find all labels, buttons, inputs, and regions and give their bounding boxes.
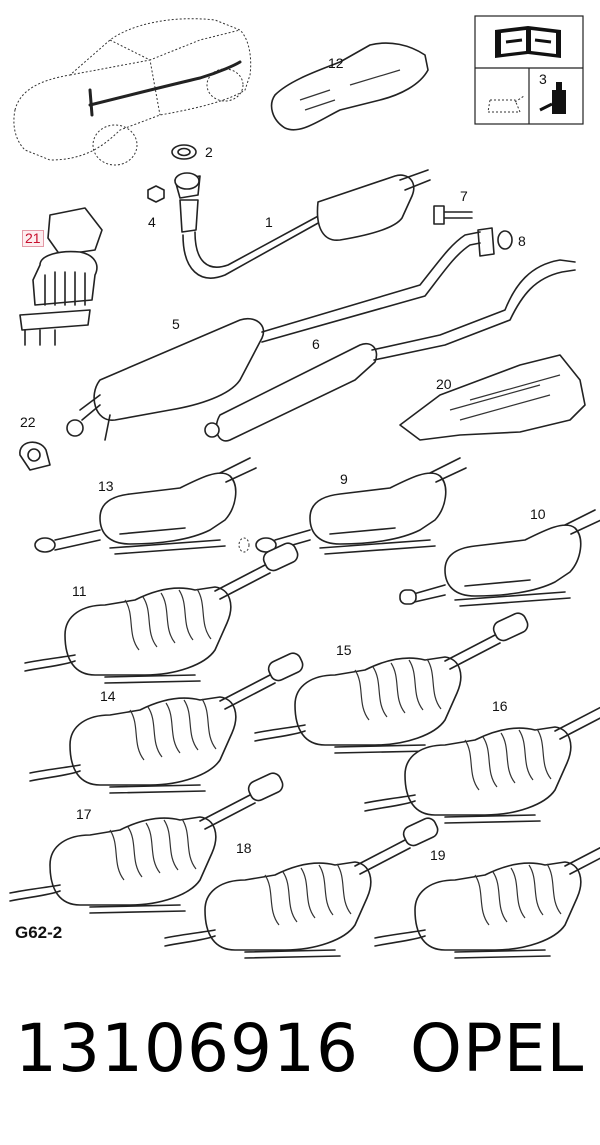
callout-16: 16 <box>492 698 508 714</box>
callout-21-highlighted: 21 <box>22 230 44 247</box>
front-pipe <box>174 169 431 279</box>
rear-pipe <box>204 259 576 442</box>
exhaust-system-diagram <box>9 15 600 959</box>
callout-12: 12 <box>328 55 344 71</box>
callout-6: 6 <box>312 336 320 352</box>
callout-4: 4 <box>148 214 156 230</box>
catalytic-converter <box>19 207 103 346</box>
callout-5: 5 <box>172 316 180 332</box>
callout-20: 20 <box>436 376 452 392</box>
diagram-code: G62-2 <box>15 923 63 942</box>
callout-13: 13 <box>98 478 114 494</box>
sealant-bottle-icon <box>539 82 566 114</box>
callout-17: 17 <box>76 806 92 822</box>
manual-book-icon <box>495 26 561 58</box>
callout-1: 1 <box>265 214 273 230</box>
callout-19: 19 <box>430 847 446 863</box>
callout-10: 10 <box>530 506 546 522</box>
callout-14: 14 <box>100 688 116 704</box>
callout-18: 18 <box>236 840 252 856</box>
oil-can-icon <box>487 95 525 113</box>
brand-name: OPEL <box>410 1010 585 1087</box>
callout-22: 22 <box>20 414 36 430</box>
callout-2: 2 <box>205 144 213 160</box>
callout-7: 7 <box>460 188 468 204</box>
callout-9: 9 <box>340 471 348 487</box>
callout-3: 3 <box>539 71 547 87</box>
callout-11: 11 <box>72 583 87 599</box>
part-number: 13106916 <box>15 1010 359 1087</box>
callout-8: 8 <box>518 233 526 249</box>
callout-15: 15 <box>336 642 352 658</box>
centre-silencer-pipe <box>66 231 481 441</box>
info-icon-box <box>474 15 584 125</box>
car-outline-icon <box>13 18 252 166</box>
